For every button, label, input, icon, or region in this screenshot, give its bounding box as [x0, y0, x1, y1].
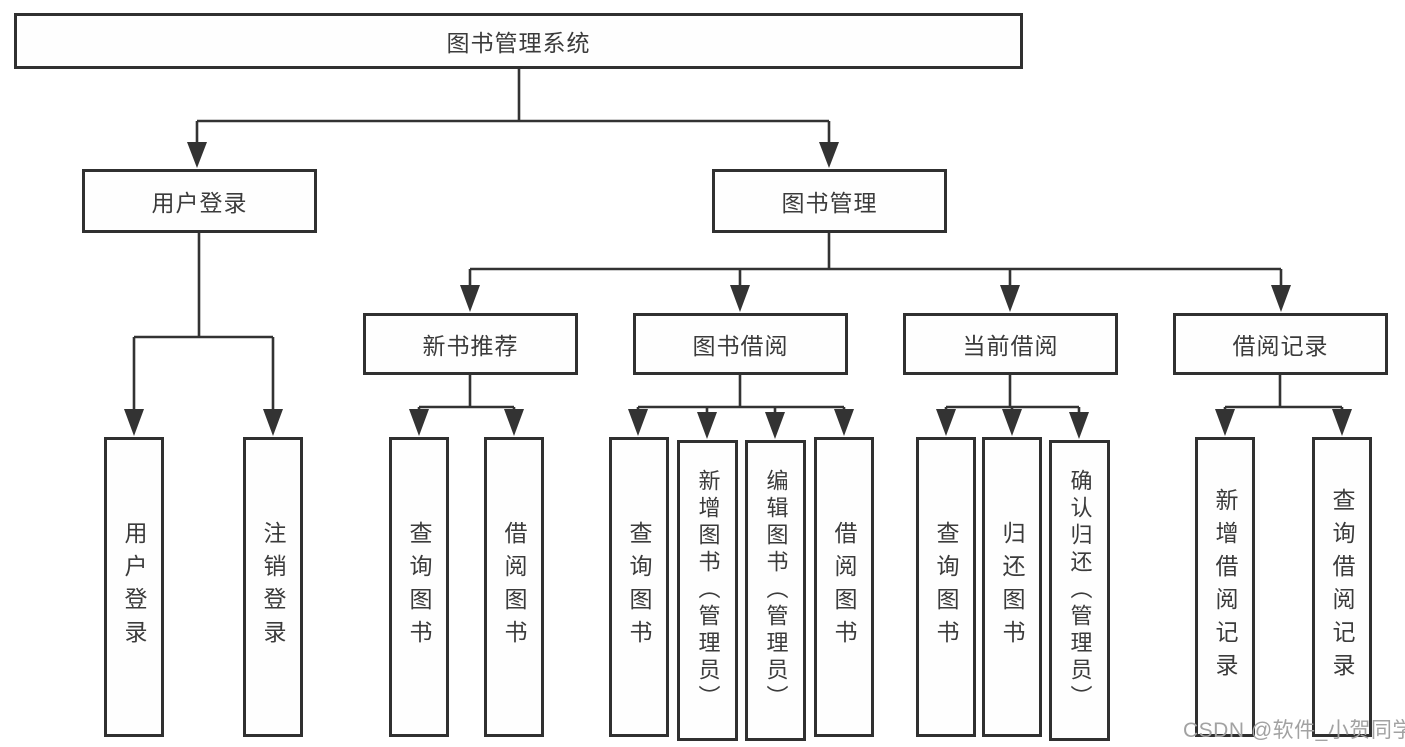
leaf-confirm-return-admin: 确认归还（管理员）: [1049, 440, 1110, 741]
node-borrow-record: 借阅记录: [1173, 313, 1388, 375]
node-library-system-root: 图书管理系统: [14, 13, 1023, 69]
leaf-query-books-recommend: 查询图书: [389, 437, 449, 737]
node-user-login-branch: 用户登录: [82, 169, 317, 233]
leaf-add-book-admin: 新增图书（管理员）: [677, 440, 738, 741]
leaf-add-borrow-record: 新增借阅记录: [1195, 437, 1255, 737]
connector-user-login-split: [124, 233, 283, 436]
leaf-return-book: 归还图书: [982, 437, 1042, 737]
connector-current-borrow-split: [936, 375, 1089, 439]
node-current-borrow: 当前借阅: [903, 313, 1118, 375]
connector-book-borrow-split: [628, 375, 854, 439]
leaf-query-books-borrow: 查询图书: [609, 437, 669, 737]
node-new-book-recommend: 新书推荐: [363, 313, 578, 375]
leaf-query-borrow-record: 查询借阅记录: [1312, 437, 1372, 737]
leaf-user-login: 用户登录: [104, 437, 164, 737]
connector-book-management-split: [460, 233, 1291, 312]
connector-new-book-split: [409, 375, 524, 436]
connector-root-split: [187, 69, 839, 168]
leaf-logout: 注销登录: [243, 437, 303, 737]
leaf-edit-book-admin: 编辑图书（管理员）: [745, 440, 806, 741]
connector-borrow-record-split: [1215, 375, 1352, 436]
leaf-query-books-current: 查询图书: [916, 437, 976, 737]
leaf-borrow-books-recommend: 借阅图书: [484, 437, 544, 737]
leaf-borrow-book: 借阅图书: [814, 437, 874, 737]
node-book-borrow: 图书借阅: [633, 313, 848, 375]
node-book-management-branch: 图书管理: [712, 169, 947, 233]
watermark: CSDN @软件_小贺同学: [1183, 719, 1405, 742]
